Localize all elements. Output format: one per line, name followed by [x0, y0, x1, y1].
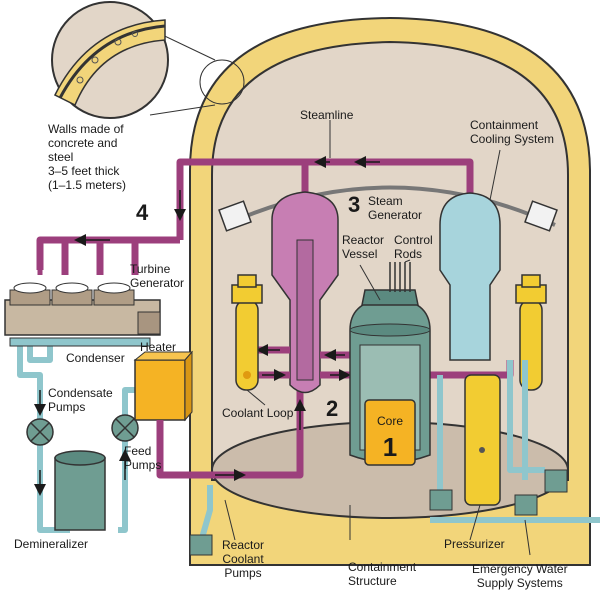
coolant-loop-label: Coolant Loop [222, 406, 294, 420]
core [364, 399, 416, 466]
demineralizer-label: Demineralizer [14, 537, 89, 551]
steamline-label: Steamline [300, 108, 354, 122]
wall-detail-magnifier [51, 1, 245, 119]
heater-label: Heater [140, 340, 177, 354]
step-number-4: 4 [136, 200, 149, 225]
demineralizer [54, 450, 106, 531]
pressurizer [464, 374, 501, 506]
step-number-2: 2 [326, 396, 339, 421]
steam-generator [271, 191, 339, 394]
pressurizer-label: Pressurizer [444, 537, 505, 551]
condensate-pump [26, 418, 54, 446]
reactor-coolant-pump-left [231, 274, 263, 391]
heater [133, 350, 194, 422]
core-number: 1 [382, 432, 398, 462]
emergency-water-supply [197, 360, 600, 546]
containment-cooling-tank [439, 192, 501, 361]
polar-crane [218, 185, 558, 232]
reactor-coolant-pump-right [515, 274, 547, 391]
leader-lines [224, 120, 531, 556]
condenser-label: Condenser [66, 351, 125, 365]
core-label: Core [376, 414, 403, 428]
control-rods [389, 262, 411, 292]
feed-pump [111, 414, 139, 442]
emergency-tanks [189, 469, 568, 556]
step-number-3: 3 [348, 192, 361, 217]
turbine-generator [4, 258, 161, 336]
